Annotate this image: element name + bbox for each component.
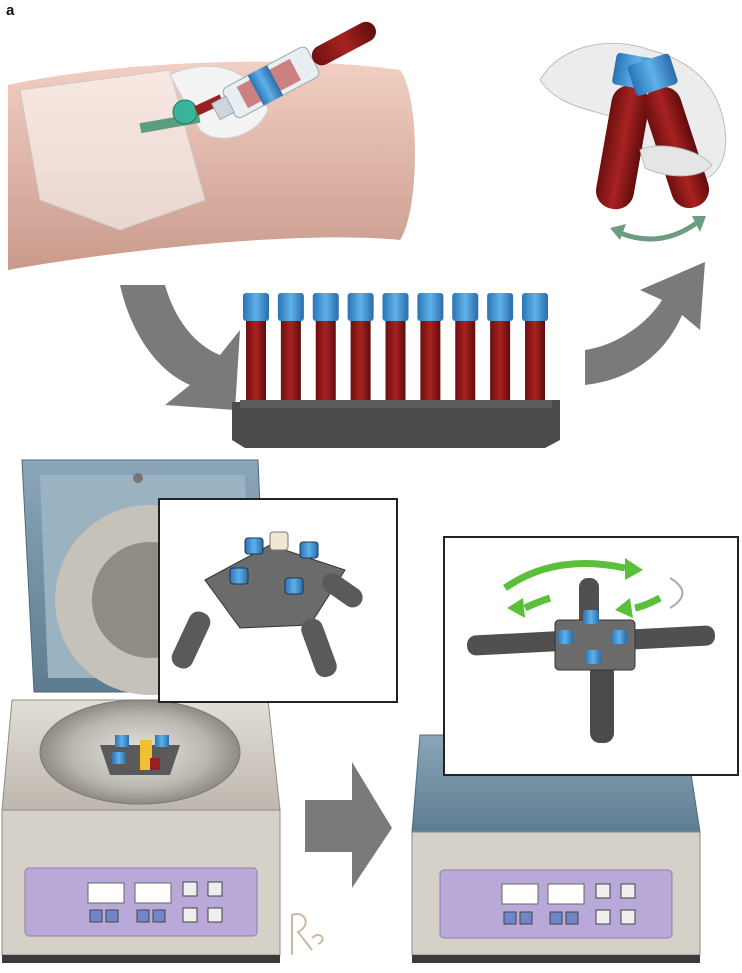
tube-cap bbox=[487, 293, 514, 321]
artist-signature bbox=[291, 913, 324, 955]
blood-tube bbox=[490, 318, 511, 402]
spinning-rotor-drawing bbox=[467, 558, 715, 743]
pulse-button[interactable] bbox=[182, 907, 198, 923]
panel-label: a bbox=[6, 2, 15, 19]
rack-top-rim bbox=[240, 400, 552, 408]
up-button[interactable] bbox=[136, 909, 150, 923]
rotor-detail-drawing bbox=[171, 531, 363, 678]
control-panel-widgets bbox=[501, 883, 636, 925]
rack-base bbox=[232, 400, 560, 448]
finger-overlay bbox=[639, 145, 713, 177]
centrifuge-feet bbox=[2, 955, 280, 963]
venipuncture-scene bbox=[8, 21, 415, 270]
rocking-arrow-head-left bbox=[610, 224, 626, 240]
blood-tube bbox=[280, 318, 301, 402]
blood-tube bbox=[315, 318, 336, 402]
tube-cap bbox=[243, 293, 269, 321]
tube-cap bbox=[312, 293, 339, 321]
flow-arrow-right bbox=[305, 762, 392, 888]
rack-tube bbox=[417, 293, 444, 402]
flow-arrow-down-right bbox=[120, 285, 240, 410]
up-button[interactable] bbox=[549, 911, 563, 925]
start-button[interactable] bbox=[595, 883, 611, 899]
tube-rack-scene bbox=[232, 293, 560, 448]
rack-tube bbox=[382, 293, 409, 402]
tube-cap bbox=[382, 293, 409, 321]
down-button[interactable] bbox=[152, 909, 166, 923]
syringe bbox=[210, 21, 376, 121]
stop-button[interactable] bbox=[207, 881, 223, 897]
spinning-rotor-inset bbox=[443, 536, 739, 776]
rack-tube bbox=[312, 293, 339, 402]
blood-tube bbox=[385, 318, 406, 402]
blood-tube bbox=[420, 318, 441, 402]
rotor-loaded bbox=[100, 735, 180, 775]
rocking-arrow bbox=[617, 219, 700, 242]
down-button[interactable] bbox=[105, 909, 119, 923]
rack-tube bbox=[522, 293, 548, 402]
tube-cap bbox=[347, 293, 374, 321]
tube-cap bbox=[277, 293, 304, 321]
rack-tube bbox=[347, 293, 374, 402]
rotor-body bbox=[171, 544, 363, 678]
blood-tube bbox=[246, 318, 266, 402]
catheter-hub bbox=[139, 94, 224, 134]
rotation-arrows bbox=[502, 558, 684, 618]
rotor-tube-caps bbox=[229, 531, 319, 595]
rotor-detail-inset bbox=[158, 498, 398, 703]
stop-button[interactable] bbox=[620, 883, 636, 899]
rack-tube bbox=[277, 293, 304, 402]
lid-latch bbox=[133, 473, 143, 483]
blood-tube bbox=[525, 318, 545, 402]
control-panel-widgets bbox=[87, 881, 223, 923]
lid-open-button[interactable] bbox=[207, 907, 223, 923]
pulse-button[interactable] bbox=[595, 909, 611, 925]
start-button[interactable] bbox=[182, 881, 198, 897]
up-button[interactable] bbox=[89, 909, 103, 923]
blood-tube bbox=[350, 318, 371, 402]
down-button[interactable] bbox=[519, 911, 533, 925]
inversion-scene bbox=[539, 42, 727, 242]
rotor-tube-caps bbox=[557, 610, 627, 664]
tube-cap bbox=[417, 293, 444, 321]
tube-cap bbox=[452, 293, 479, 321]
blood-tube bbox=[455, 318, 476, 402]
transparent-dressing bbox=[19, 69, 206, 231]
flow-arrow-up-right bbox=[585, 262, 705, 385]
rack-tube bbox=[452, 293, 479, 402]
centrifuge-feet bbox=[412, 955, 700, 963]
centrifuge-closed bbox=[411, 734, 701, 963]
rack-tube bbox=[487, 293, 514, 402]
tube-cap bbox=[522, 293, 548, 321]
lid-open-button[interactable] bbox=[620, 909, 636, 925]
down-button[interactable] bbox=[565, 911, 579, 925]
up-button[interactable] bbox=[503, 911, 517, 925]
rocking-arrow-head-right bbox=[692, 216, 706, 232]
rack-tube bbox=[243, 293, 269, 402]
